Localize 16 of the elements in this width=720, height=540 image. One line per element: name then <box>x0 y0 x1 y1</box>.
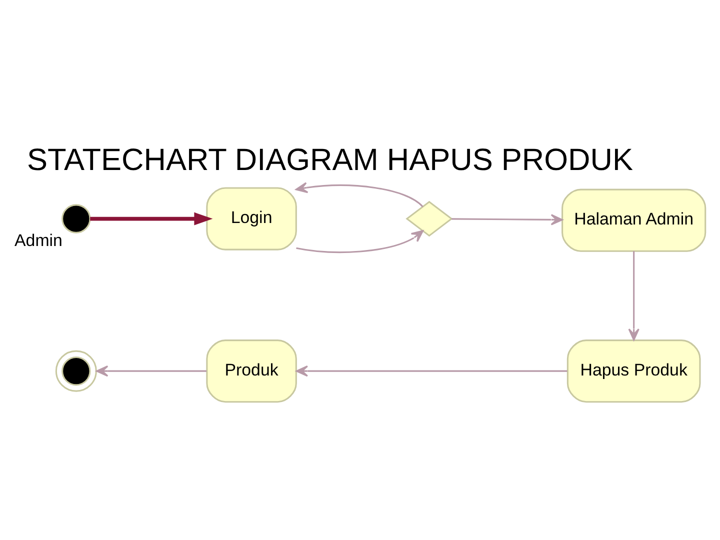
arrow <box>628 250 640 340</box>
node-box: Login <box>206 186 297 250</box>
node-circle <box>62 204 91 233</box>
arrow <box>296 230 424 252</box>
node-box: Produk <box>206 339 297 402</box>
node-label: Admin <box>14 230 62 250</box>
node-box: Halaman Admin <box>562 188 706 252</box>
arrow <box>296 364 568 376</box>
arrow <box>90 212 213 225</box>
node-box: Hapus Produk <box>566 339 701 402</box>
arrow <box>452 214 563 225</box>
arrow <box>295 182 424 207</box>
diagram-title: STATECHART DIAGRAM HAPUS PRODUK <box>27 141 633 176</box>
node-circle <box>55 350 97 392</box>
node-diamond <box>406 200 453 236</box>
arrow <box>96 364 206 376</box>
